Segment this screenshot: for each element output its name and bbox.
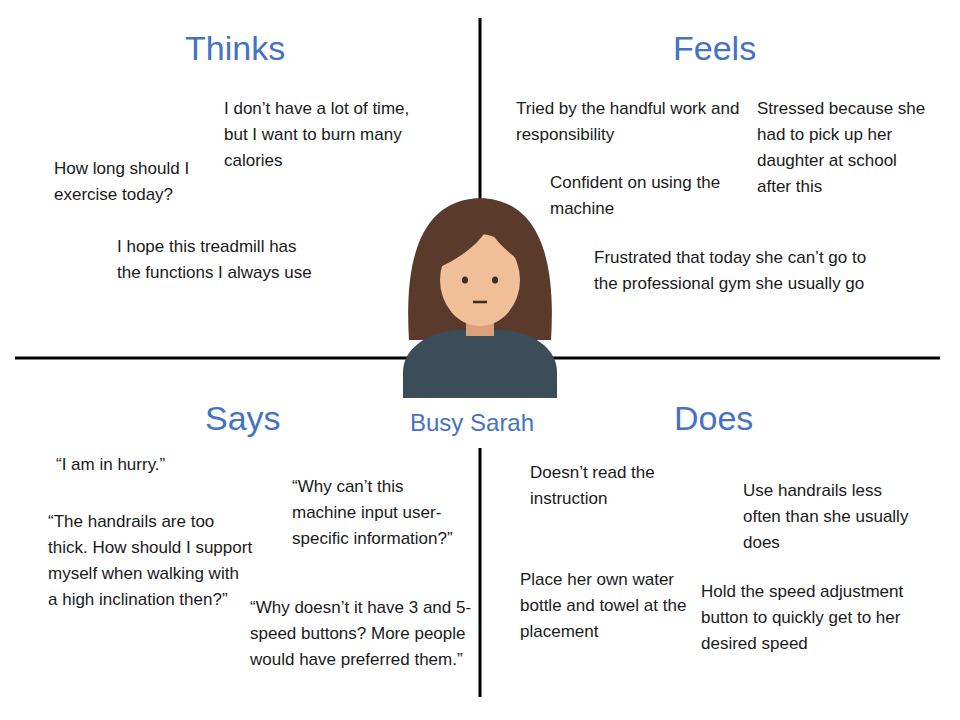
quadrant-lines [15, 18, 940, 697]
quadrant-heading: Says [205, 398, 281, 438]
avatar-eye [492, 277, 498, 284]
quadrant-heading: Thinks [185, 28, 285, 68]
avatar-eye [462, 277, 468, 284]
quote-note: “Why can’t this machine input user-speci… [292, 474, 462, 552]
action-note: Hold the speed adjustment button to quic… [701, 579, 941, 657]
thought-note: How long should I exercise today? [54, 156, 214, 208]
feeling-note: Frustrated that today she can’t go to th… [594, 245, 879, 297]
avatar-mouth [473, 301, 487, 304]
action-note: Doesn’t read the instruction [530, 460, 700, 512]
action-note: Use handrails less often than she usuall… [743, 478, 923, 556]
thought-note: I hope this treadmill has the functions … [117, 234, 312, 286]
avatar-hair [408, 198, 552, 340]
persona-avatar [403, 198, 557, 398]
thought-note: I don’t have a lot of time, but I want t… [224, 96, 414, 174]
avatar-fringe [438, 214, 522, 268]
vertical-divider [479, 448, 482, 697]
feeling-note: Tried by the handful work and responsibi… [516, 96, 741, 148]
persona-name: Busy Sarah [410, 408, 534, 438]
quadrant-heading: Feels [673, 28, 756, 68]
action-note: Place her own water bottle and towel at … [520, 567, 690, 645]
quote-note: “Why doesn’t it have 3 and 5-speed butto… [250, 595, 472, 673]
quote-note: “I am in hurry.” [56, 452, 236, 478]
quote-note: “The handrails are too thick. How should… [48, 509, 253, 613]
avatar-body [403, 330, 557, 398]
feeling-note: Stressed because she had to pick up her … [757, 96, 932, 200]
quadrant-heading: Does [674, 398, 753, 438]
feeling-note: Confident on using the machine [550, 170, 730, 222]
